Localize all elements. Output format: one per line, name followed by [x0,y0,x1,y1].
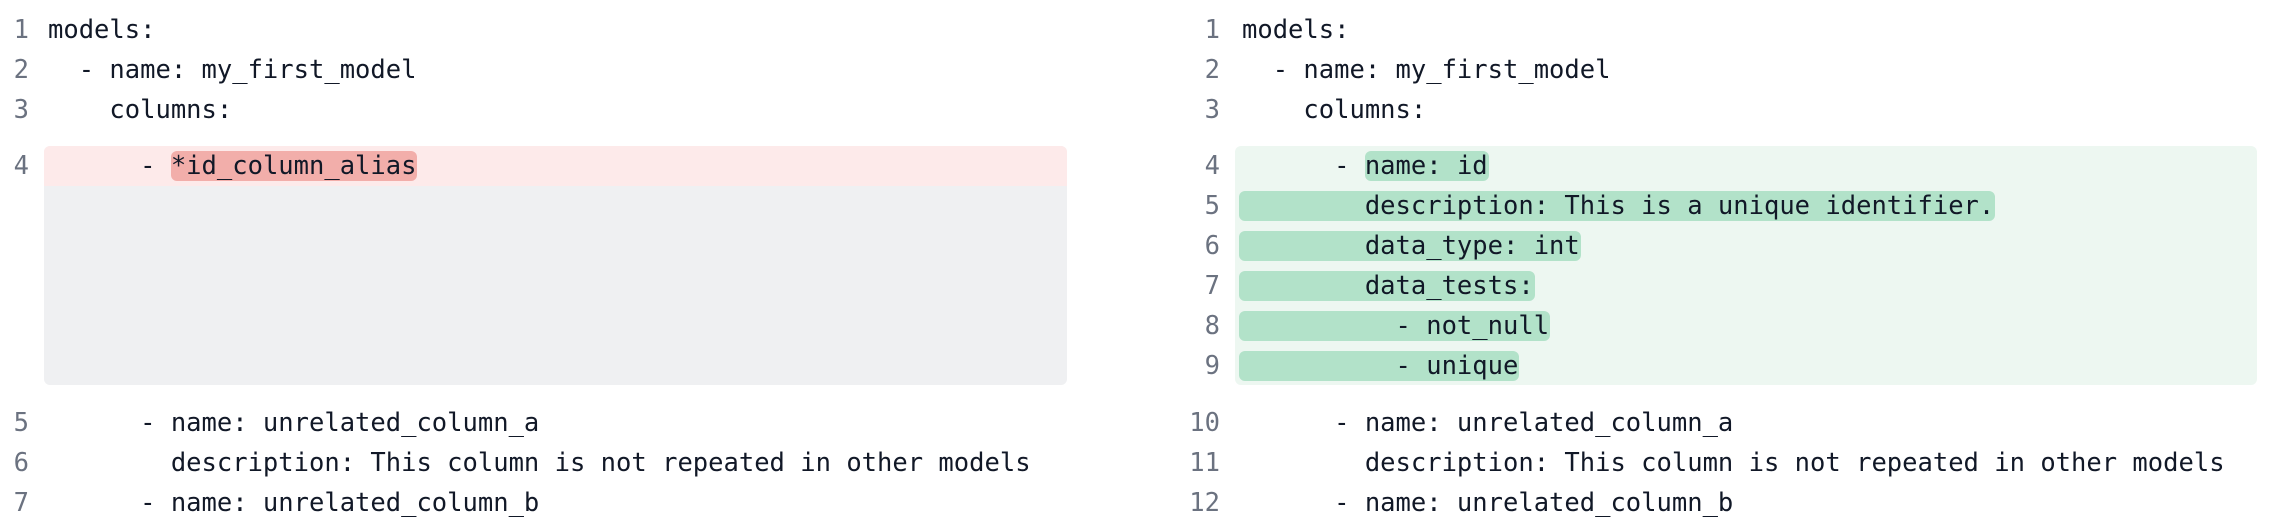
code-text: columns: [48,95,233,125]
code-text: models: [48,15,156,45]
code-text: - [1242,151,1365,181]
diff-line: 12 - name: unrelated_column_b [1140,483,2278,523]
line-number: 1 [13,15,29,45]
line-code: data_type: int [1239,231,1581,261]
code-text: - name: my_first_model [1242,55,1611,85]
line-code: - name: unrelated_column_b [48,488,539,518]
line-number: 11 [1189,448,1220,478]
diff-line: 3 columns: [0,90,1100,130]
diff-line: 6 data_type: int [1140,226,2278,266]
diff-line: 11 description: This column is not repea… [1140,443,2278,483]
diff-line: 2 - name: my_first_model [0,50,1100,90]
line-code: columns: [48,95,232,125]
line-number: 3 [13,95,29,125]
line-code: - name: unrelated_column_a [48,408,539,438]
diff-line: 1 models: [1140,10,2278,50]
line-code: models: [48,15,155,45]
line-code: - name: unrelated_column_a [1242,408,1733,438]
line-number: 5 [13,408,29,438]
line-code: - *id_column_alias [48,151,418,181]
line-number: 5 [1204,191,1220,221]
line-code: - name: my_first_model [1242,55,1611,85]
line-code: data_tests: [1239,271,1535,301]
line-code: models: [1242,15,1349,45]
diff-line: 6 description: This column is not repeat… [0,443,1100,483]
line-number: 3 [1204,95,1220,125]
code-text: description: This column is not repeated… [1242,448,2225,478]
code-text: columns: [1242,95,1427,125]
line-code: - name: id [1242,151,1489,181]
code-text: description: This column is not repeated… [48,448,1031,478]
line-code: - name: my_first_model [48,55,417,85]
line-number: 4 [13,151,29,181]
code-text: - name: my_first_model [48,55,417,85]
line-number: 2 [1204,55,1220,85]
code-text: models: [1242,15,1350,45]
diff-line: 7 - name: unrelated_column_b [0,483,1100,523]
code-text: - [48,151,171,181]
added-text-highlight: name: id [1364,151,1489,181]
line-number: 6 [1204,231,1220,261]
code-text: - name: unrelated_column_b [48,488,540,518]
added-text-highlight: - unique [1239,351,1520,381]
line-code: columns: [1242,95,1426,125]
line-number: 8 [1204,311,1220,341]
line-number: 7 [13,488,29,518]
line-code: - unique [1239,351,1520,381]
added-text-highlight: description: This is a unique identifier… [1239,191,1996,221]
line-code: description: This column is not repeated… [48,448,1031,478]
line-number: 12 [1189,488,1220,518]
code-text: - name: unrelated_column_a [48,408,540,438]
line-code: description: This is a unique identifier… [1239,191,1996,221]
diff-line: 2 - name: my_first_model [1140,50,2278,90]
diff-line: 3 columns: [1140,90,2278,130]
added-text-highlight: data_type: int [1239,231,1581,261]
diff-line: 7 data_tests: [1140,266,2278,306]
line-number: 10 [1189,408,1220,438]
line-number: 2 [13,55,29,85]
line-code: - not_null [1239,311,1551,341]
diff-line: 8 - not_null [1140,306,2278,346]
added-text-highlight: data_tests: [1239,271,1535,301]
diff-line: 5 - name: unrelated_column_a [0,403,1100,443]
diff-line: 4 - *id_column_alias [0,146,1100,186]
line-code: description: This column is not repeated… [1242,448,2225,478]
diff-line: 5 description: This is a unique identifi… [1140,186,2278,226]
added-block [1235,146,2257,385]
added-text-highlight: - not_null [1239,311,1551,341]
line-number: 6 [13,448,29,478]
diff-line: 9 - unique [1140,346,2278,386]
line-code: - name: unrelated_column_b [1242,488,1733,518]
code-text: - name: unrelated_column_a [1242,408,1734,438]
line-number: 4 [1204,151,1220,181]
line-number: 7 [1204,271,1220,301]
diff-line: 10 - name: unrelated_column_a [1140,403,2278,443]
diff-line: 4 - name: id [1140,146,2278,186]
line-number: 1 [1204,15,1220,45]
removed-text-highlight: *id_column_alias [170,151,418,181]
code-text: - name: unrelated_column_b [1242,488,1734,518]
line-number: 9 [1204,351,1220,381]
diff-line: 1 models: [0,10,1100,50]
